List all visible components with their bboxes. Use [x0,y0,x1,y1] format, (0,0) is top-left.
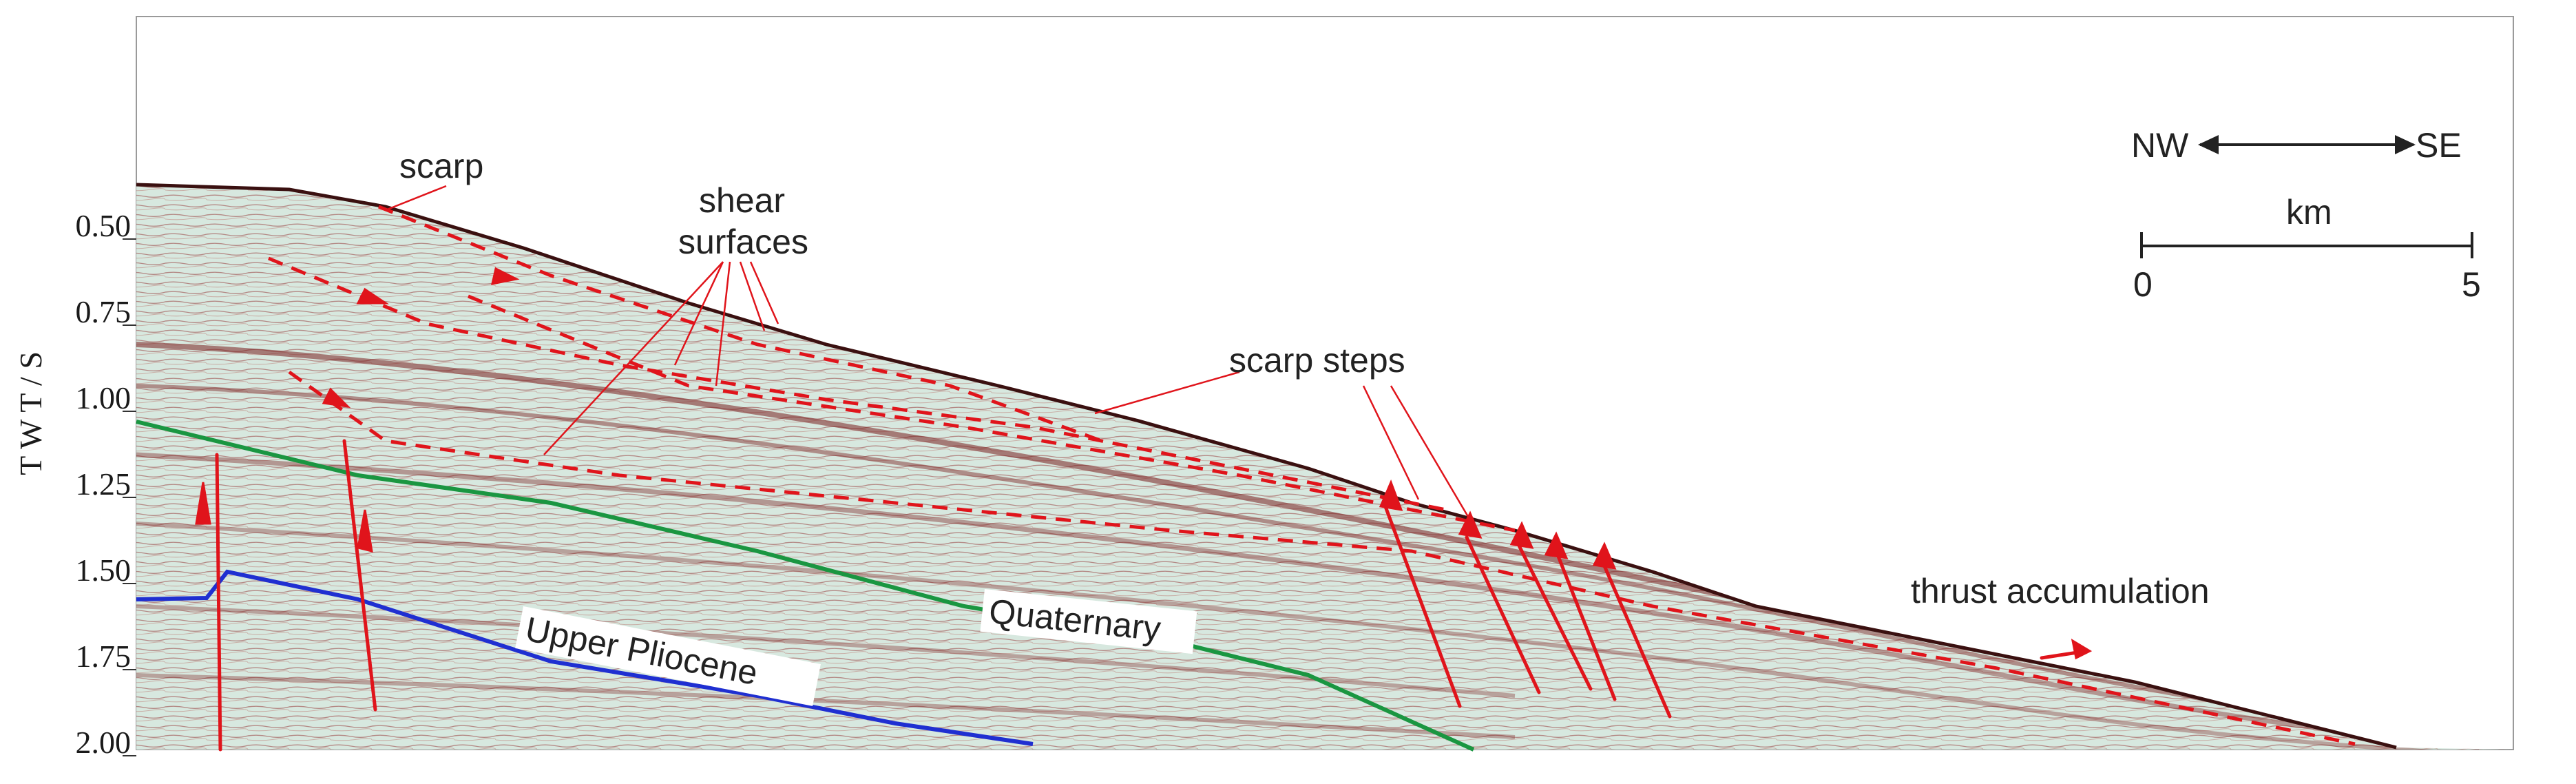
y-tick-label: 2.00 [76,725,132,760]
shear-surface-2 [268,256,1447,512]
fault-arrows [195,267,2093,660]
scarp-steps-label: scarp steps [1229,341,1405,380]
y-axis-label: T W T / S [13,351,48,475]
shear-surface-1 [378,205,1102,443]
y-tick-label: 1.50 [76,553,132,588]
leader-lines [385,185,1472,521]
scale-end: 5 [2462,265,2481,304]
se-label: SE [2416,126,2462,165]
y-tick-label: 0.50 [76,208,132,243]
fault-4 [1465,535,1541,694]
y-tick-label: 1.00 [76,380,132,415]
fault-6 [1554,549,1617,701]
thrust-accumulation-label: thrust accumulation [1911,572,2210,610]
fault-1 [215,453,222,752]
fault-7 [1599,556,1672,719]
scale-unit: km [2286,193,2332,231]
fault-2 [342,439,377,712]
shear-label-line1: shear [699,181,785,220]
y-tick-label: 0.75 [76,294,132,329]
shear-label-line2: surfaces [678,223,808,261]
scale-bar: km 0 5 [2133,193,2481,304]
quaternary-horizon [136,420,1475,752]
fault-3 [1382,501,1462,708]
y-tick-label: 1.25 [76,466,132,502]
scale-start: 0 [2133,265,2153,304]
scarp-label: scarp [399,147,483,185]
fault-5 [1516,542,1593,691]
nw-label: NW [2131,126,2189,165]
y-axis: 0.50 0.75 1.00 1.25 1.50 1.75 2.00 [76,208,136,760]
shear-surface-4 [468,294,1516,533]
y-tick-label: 1.75 [76,639,132,674]
orientation-indicator: NW SE [2131,126,2462,165]
seafloor-line [136,183,2397,750]
upper-pliocene-horizon [136,569,1034,746]
